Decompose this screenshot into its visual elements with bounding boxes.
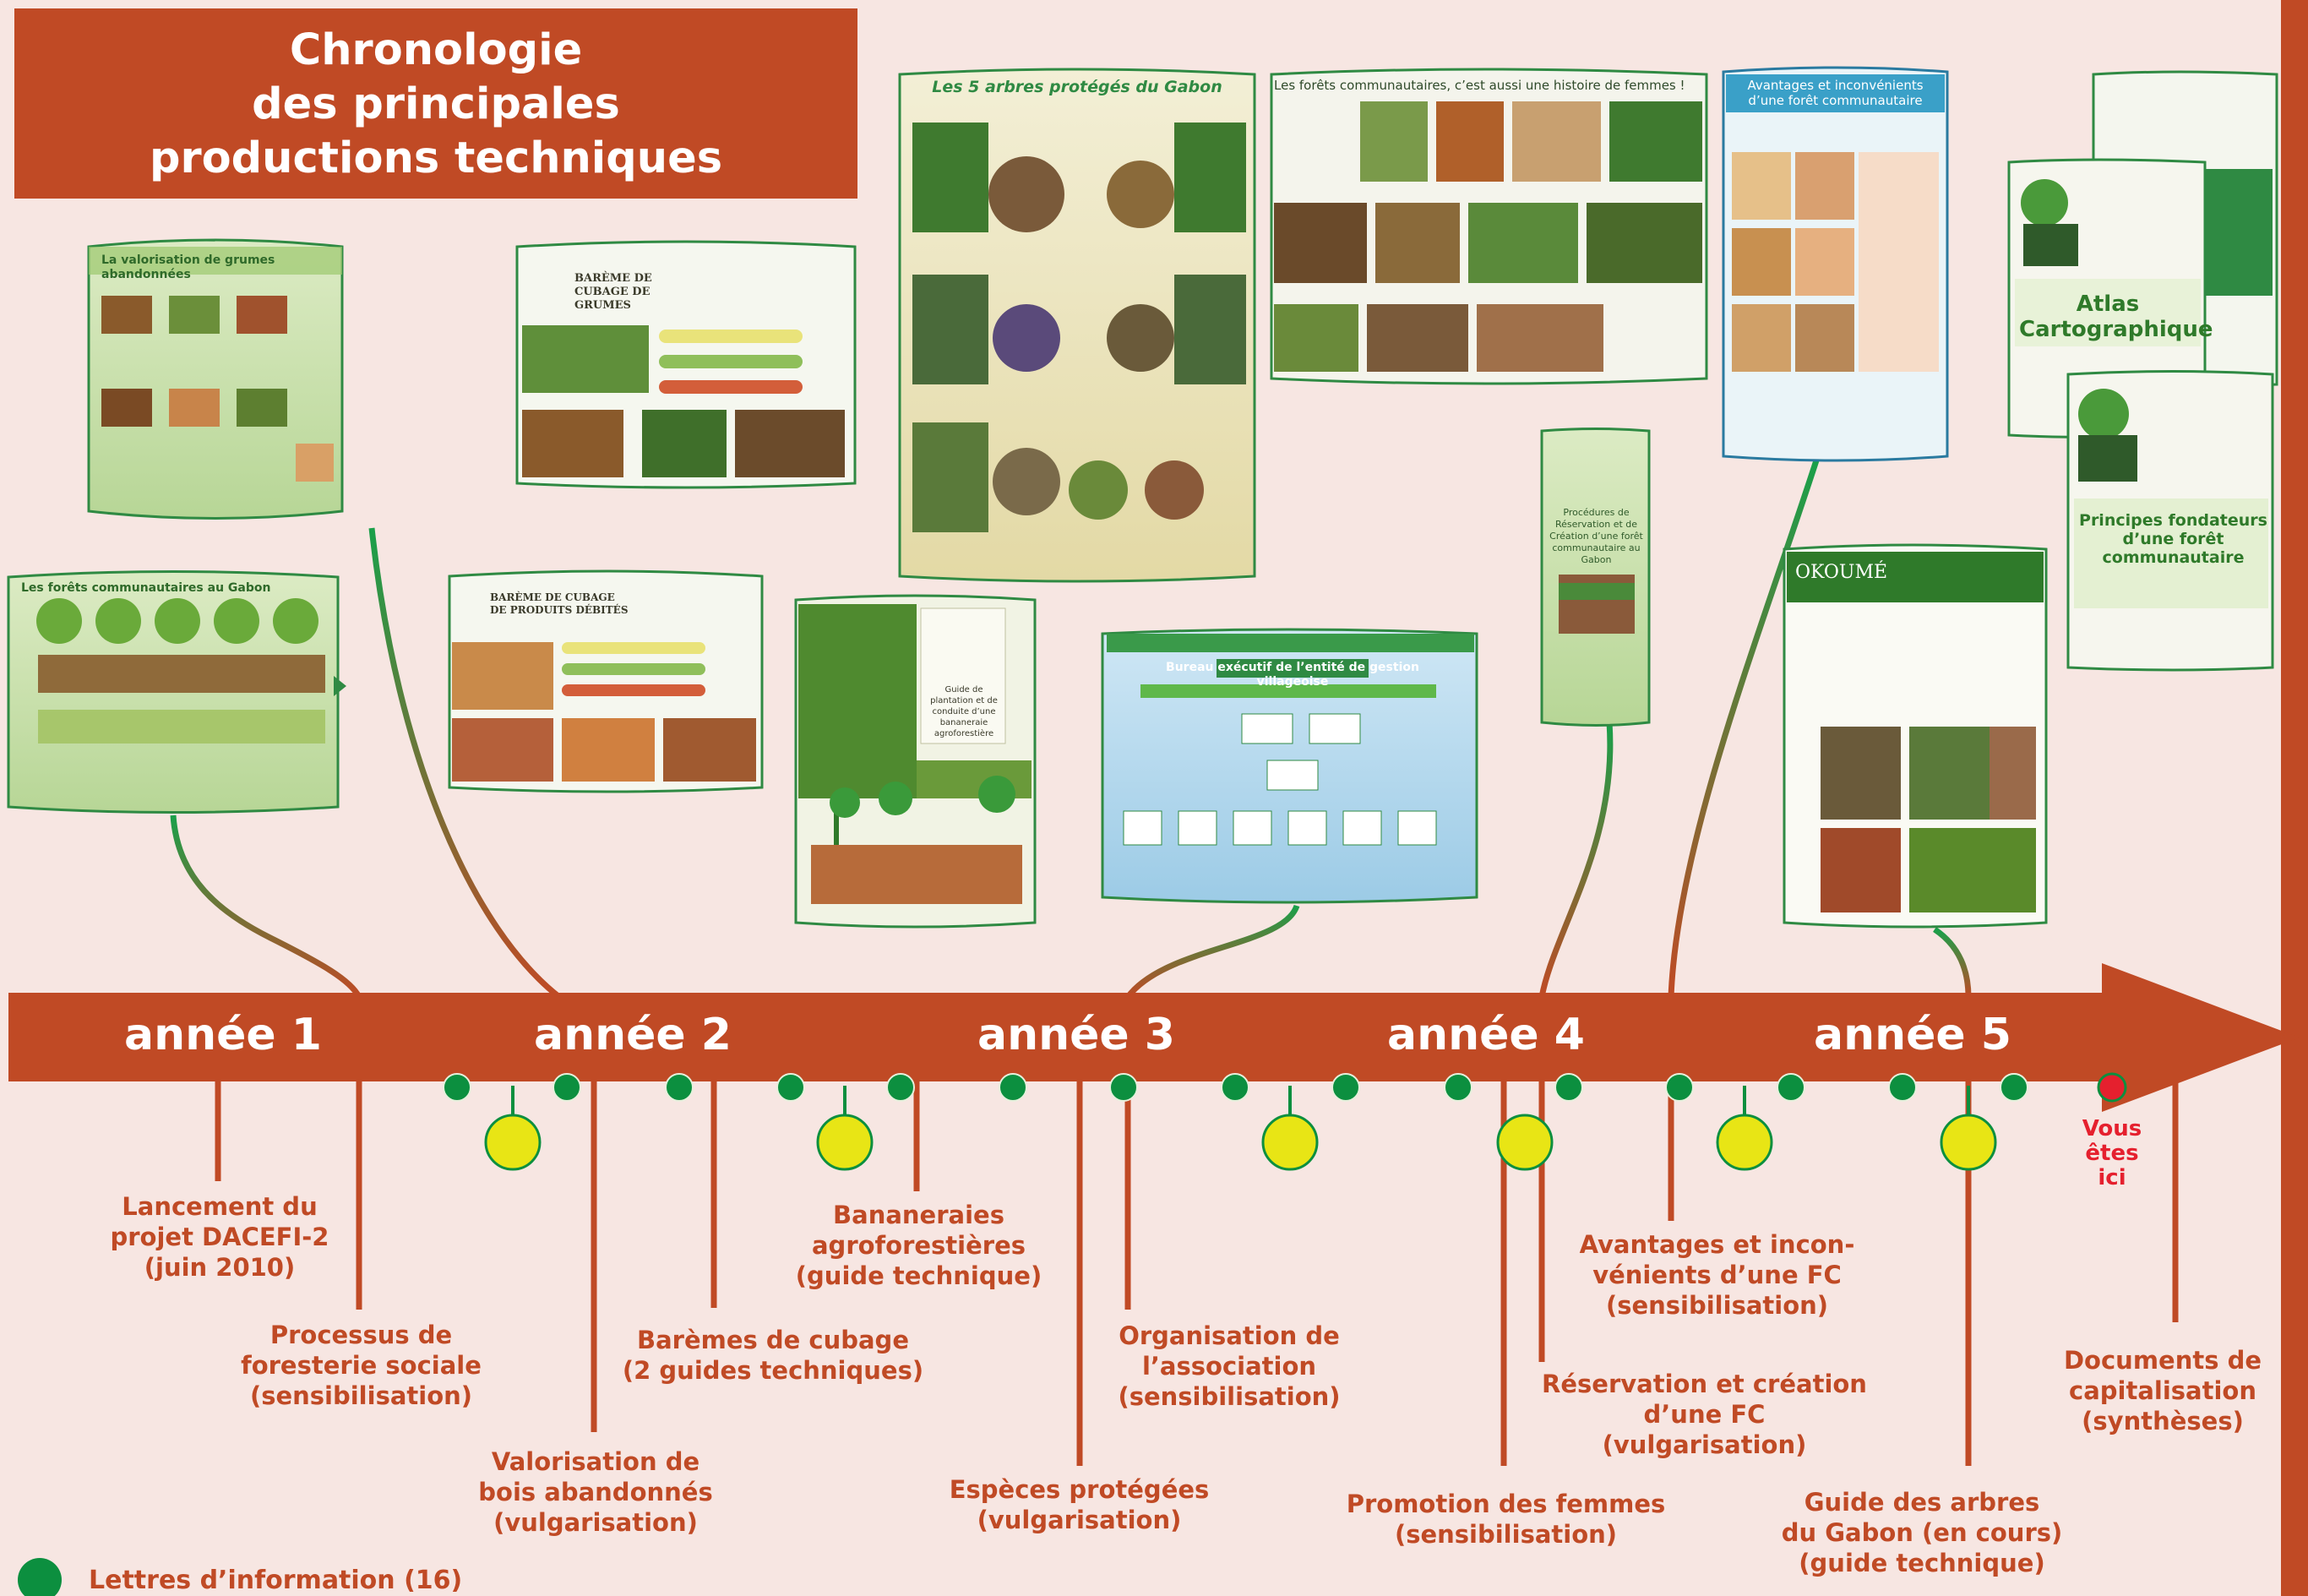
milestone-label-8: Promotion des femmes (sensibilisation) [1346,1490,1666,1549]
doc-panel-valorisation-grumes [87,238,344,520]
highlight-marker [816,1114,874,1171]
newsletter-marker [776,1073,805,1102]
legend-newsletter-label: Lettres d’information (16) [89,1566,463,1595]
document-panels [7,66,2278,929]
newsletter-marker [999,1073,1027,1102]
milestone-label-4: Barèmes de cubage (2 guides techniques) [622,1326,924,1385]
timeline-arrow [8,963,2300,1112]
newsletter-marker [1444,1073,1472,1102]
milestone-label-11: Guide des arbres du Gabon (en cours) (gu… [1781,1488,2063,1577]
milestone-label-12: Documents de capitalisation (synthèses) [2063,1346,2262,1435]
doc-panel-histoire-femmes [1270,68,1708,385]
milestone-label-7: Organisation de l’association (sensibili… [1118,1321,1341,1411]
doc-panel-capitalisation-stack [2007,70,2278,438]
doc-panel-avantages-inconvenients [1722,66,1949,462]
highlight-marker [1940,1114,1997,1171]
milestone-label-1: Lancement du projet DACEFI-2 (juin 2010) [110,1192,329,1282]
year-5: année 5 [1814,1010,2011,1060]
doc-panel-organisation-association [1101,628,1478,904]
newsletter-marker [1221,1073,1249,1102]
newsletter-marker [1665,1073,1694,1102]
doc-panel-forets-communautaires [7,570,346,814]
newsletter-marker [665,1073,694,1102]
year-4: année 4 [1387,1010,1585,1060]
doc-title-valorisation-grumes: La valorisation de grumes abandonnées [101,253,275,281]
doc-title-bureau-executif: Bureau exécutif de l’entité de gestion v… [1166,661,1419,689]
page-title: Chronologie des principales productions … [149,25,723,183]
newsletter-markers [443,1073,2028,1102]
current-position-label: Vous êtes ici [2082,1116,2142,1190]
milestone-label-10: Avantages et incon- vénients d’une FC (s… [1579,1230,1855,1320]
newsletter-marker [1888,1073,1917,1102]
milestone-label-6: Espèces protégées (vulgarisation) [949,1475,1210,1534]
doc-title-okoume: OKOUMÉ [1795,562,1888,583]
connector-doc-10 [1932,927,1972,998]
doc-panel-bananeraies [794,594,1037,929]
title-box [14,8,857,199]
highlight-markers [484,1086,1997,1171]
doc-panel-arbres-proteges [898,68,1256,583]
newsletter-marker [1331,1073,1360,1102]
doc-title-bananeraie: Guide de plantation et de conduite d’une… [930,685,998,738]
doc-title-bareme-grumes: BARÈME DE CUBAGE DE GRUMES [574,272,652,312]
doc-title-atlas: Atlas Cartographique [2019,291,2213,342]
right-edge-bar [2281,0,2308,1596]
highlight-marker [1716,1114,1773,1171]
doc-title-procedures: Procédures de Réservation et de Création… [1549,507,1643,565]
connector-doc-8 [1538,722,1614,998]
newsletter-marker [886,1073,915,1102]
doc-title-forets-communautaires: Les forêts communautaires au Gabon [21,581,271,595]
connector-doc-6 [1125,904,1300,1000]
connector-doc-2 [368,527,562,1000]
doc-title-histoire-femmes: Les forêts communautaires, c’est aussi u… [1274,78,1685,93]
milestone-label-2: Processus de foresterie sociale (sensibi… [241,1321,482,1410]
newsletter-marker [1109,1073,1138,1102]
doc-panel-bareme-debites [448,569,764,793]
doc-title-bareme-debites: BARÈME DE CUBAGE DE PRODUITS DÉBITÉS [490,591,629,616]
year-2: année 2 [534,1010,732,1060]
doc-panel-bareme-grumes [515,240,857,489]
highlight-marker [484,1114,542,1171]
year-1: année 1 [124,1010,322,1060]
milestone-label-5: Bananeraies agroforestières (guide techn… [795,1201,1042,1290]
year-3: année 3 [977,1010,1175,1060]
doc-title-principes: Principes fondateurs d’une forêt communa… [2079,511,2267,567]
newsletter-marker [1777,1073,1805,1102]
newsletter-marker [553,1073,581,1102]
highlight-marker [1261,1114,1319,1171]
milestone-label-9: Réservation et création d’une FC (vulgar… [1542,1370,1867,1459]
newsletter-marker [1554,1073,1583,1102]
doc-panel-okoume [1783,543,2048,929]
legend-newsletter-marker [18,1558,62,1596]
doc-title-arbres-proteges: Les 5 arbres protégés du Gabon [932,78,1222,96]
milestone-label-3: Valorisation de bois abandonnés (vulgari… [478,1447,713,1537]
connector-doc-9 [1668,459,1820,998]
doc-title-avantages: Avantages et inconvénients d’une forêt c… [1747,78,1924,108]
highlight-marker [1496,1114,1554,1171]
newsletter-marker [443,1073,471,1102]
doc-panel-principes-fondateurs [2066,370,2274,672]
newsletter-marker [2000,1073,2028,1102]
doc-panel-procedures-reservation [1540,428,1651,727]
current-position-marker [2097,1072,2127,1103]
connector-doc-1 [170,814,362,999]
